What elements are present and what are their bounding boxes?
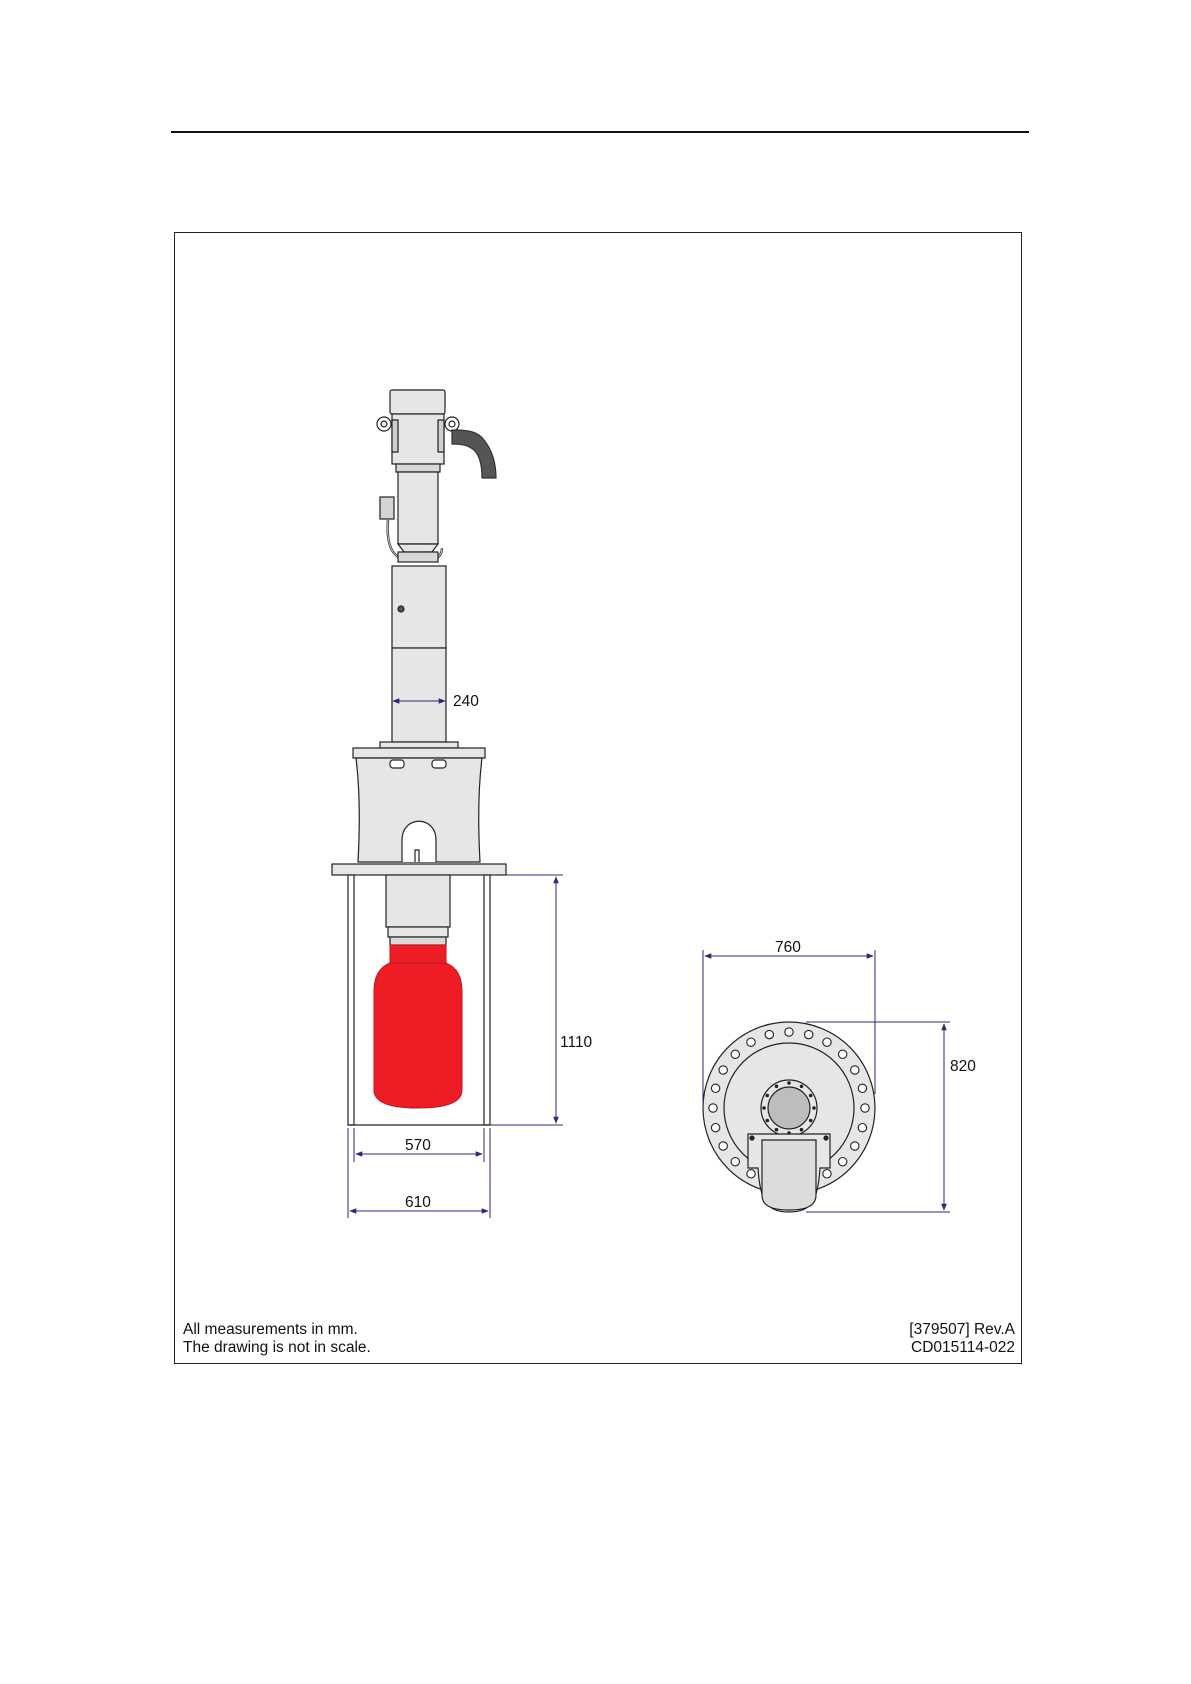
scale-note: The drawing is not in scale. [183,1339,371,1357]
drawing-number: CD015114-022 [909,1339,1015,1357]
bolt-icon [719,1142,727,1150]
bolt-icon [785,1028,793,1036]
trunk-wall-left [348,875,354,1125]
units-note: All measurements in mm. [183,1321,371,1339]
lower-shaft [386,875,450,927]
hub-bolt-icon [766,1119,770,1123]
motor-body [396,464,440,472]
bolt-icon [747,1170,755,1178]
bolt-icon [709,1104,717,1112]
notes-left: All measurements in mm. The drawing is n… [183,1321,371,1357]
bolt-icon [851,1066,859,1074]
bolt-icon [861,1104,869,1112]
hub-bolt-icon [775,1085,779,1089]
motor-bracket-left [392,420,398,452]
bolt-icon [839,1158,847,1166]
bottom-view [703,1022,875,1212]
hub-bolt-icon [787,1081,791,1085]
dim-570-label: 570 [405,1137,431,1154]
dim-610-label: 610 [405,1194,431,1211]
hub-bolt-icon [812,1106,816,1110]
motor-cap [390,390,445,414]
bolt-icon [839,1050,847,1058]
bolt-icon [858,1084,866,1092]
hub-bolt-icon [800,1128,804,1132]
housing-top-flange [353,748,485,758]
motor-bracket-right [438,420,444,452]
shaft-screw [398,606,404,612]
bolt-icon [711,1084,719,1092]
bolt-icon [711,1124,719,1132]
dim-1110-label: 1110 [560,1034,593,1051]
bolt-icon [823,1170,831,1178]
hub-bolt-icon [766,1094,770,1098]
bolt-icon [731,1050,739,1058]
hull-flange [332,864,506,875]
dim-820-label: 820 [950,1058,976,1075]
hub-core [768,1087,810,1129]
hub-bolt-icon [809,1119,813,1123]
junction-box [380,497,394,519]
shaft-lower [392,648,446,742]
bolt-icon [731,1158,739,1166]
reference-note: [379507] Rev.A [909,1321,1015,1339]
bolt-icon [805,1030,813,1038]
bolt-icon [851,1142,859,1150]
dim-760-label: 760 [775,939,801,956]
trunk-wall-right [484,875,490,1125]
hub-bolt-icon [762,1106,766,1110]
bolt-icon [823,1038,831,1046]
hub-bolt-icon [809,1094,813,1098]
bolt-icon [719,1066,727,1074]
hub-bolt-icon [775,1128,779,1132]
dim-240-label: 240 [453,693,479,710]
motor-housing [392,414,444,464]
notes-right: [379507] Rev.A CD015114-022 [909,1321,1015,1357]
bolt-icon [858,1124,866,1132]
bolt-icon [747,1038,755,1046]
transducer [374,945,462,1108]
hub-bolt-icon [800,1085,804,1089]
cable [452,430,496,478]
bolt-icon [765,1030,773,1038]
